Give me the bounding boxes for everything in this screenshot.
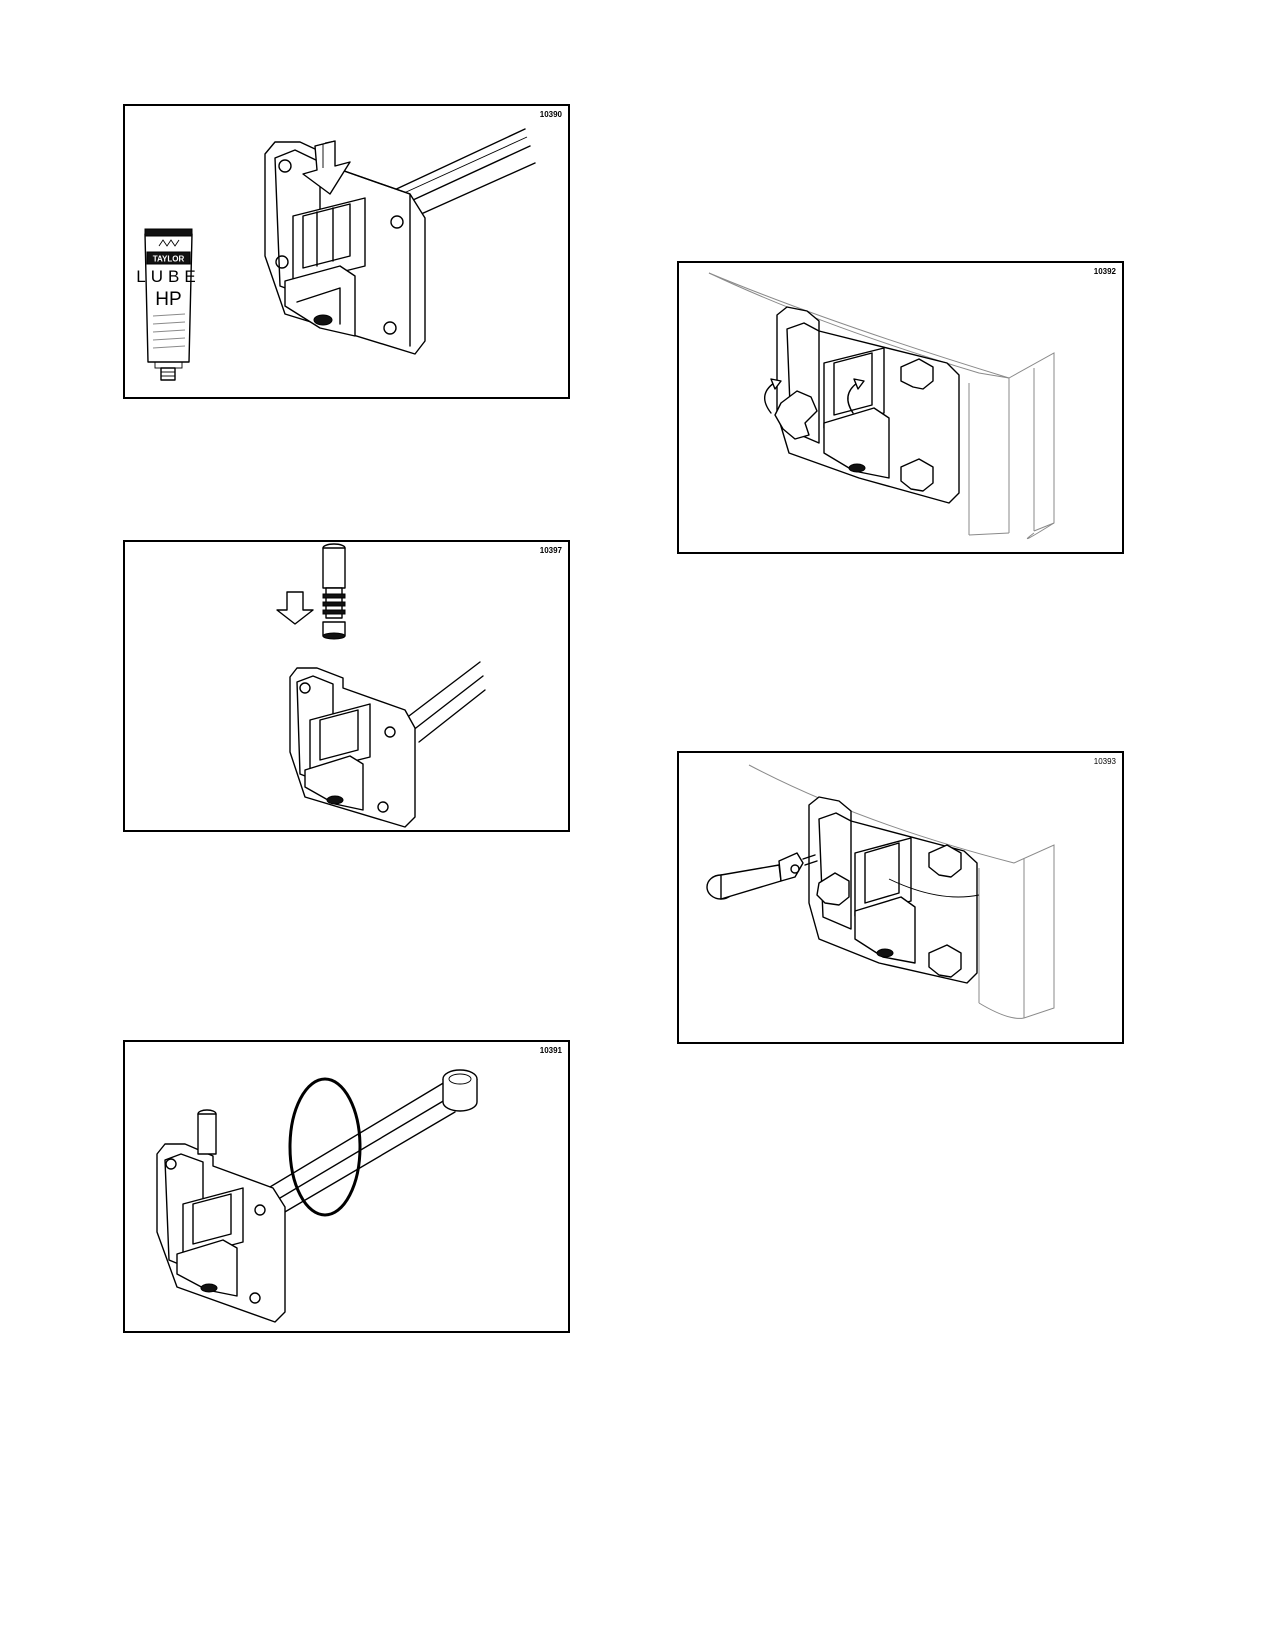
down-arrow-icon <box>276 591 314 625</box>
door-mounting-illustration <box>708 272 1055 540</box>
lube-tube-icon <box>144 228 193 381</box>
tube-brand: TAYLOR <box>153 255 185 264</box>
figure-number: 10391 <box>539 1046 562 1055</box>
valve-insertion-illustration <box>276 543 486 828</box>
figure-number: 10392 <box>1093 267 1116 276</box>
figure-10391: 10391 <box>123 1040 570 1333</box>
tube-line1: LUBE <box>136 267 200 286</box>
handle-installation-illustration <box>706 764 1055 1019</box>
down-arrow-icon <box>302 140 351 195</box>
rotate-arrow-icon <box>764 378 865 414</box>
figure-10393: 10393 <box>677 751 1124 1044</box>
tube-line2: HP <box>155 289 181 310</box>
o-ring-installation-illustration <box>156 1069 478 1323</box>
figure-10390: 10390 <box>123 104 570 399</box>
figure-number: 10390 <box>539 110 562 119</box>
figure-10392: 10392 <box>677 261 1124 554</box>
figure-number: 10397 <box>539 546 562 555</box>
figure-number: 10393 <box>1093 757 1116 766</box>
door-assembly-illustration: TAYLOR LUBE HP <box>136 128 536 381</box>
figure-10397: 10397 <box>123 540 570 832</box>
